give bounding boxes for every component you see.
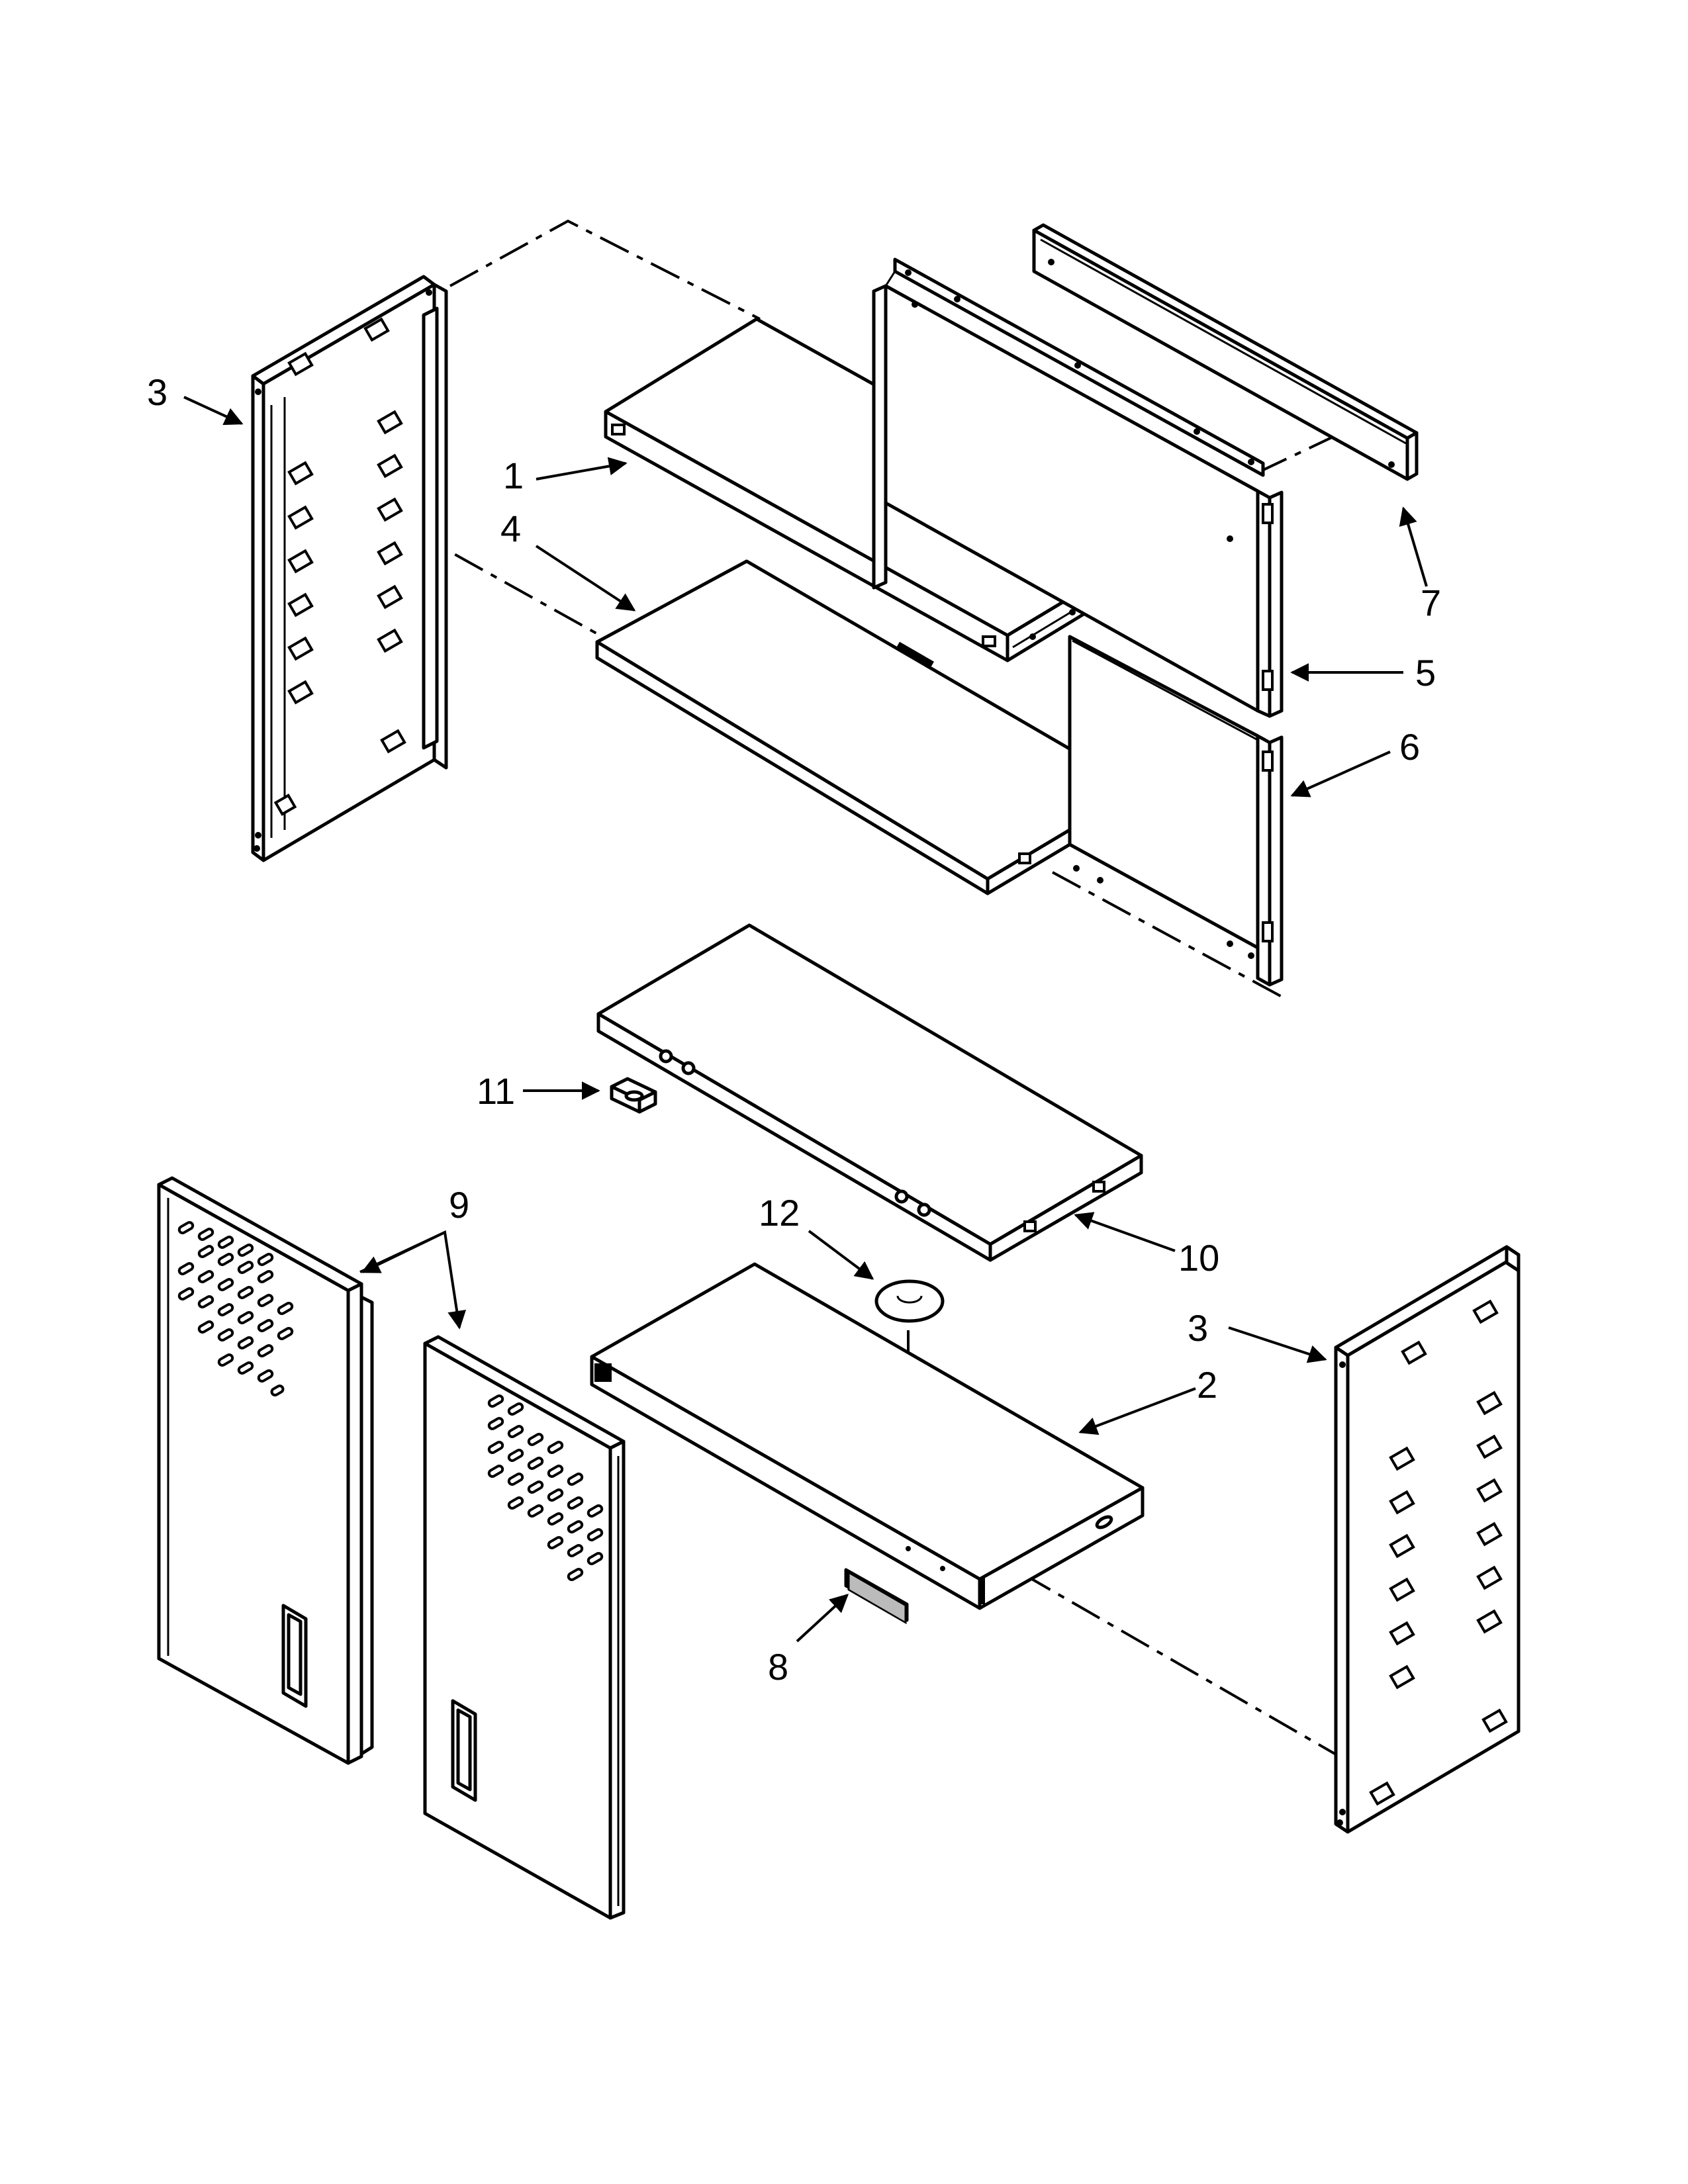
- callout-2: 2: [1197, 1364, 1217, 1406]
- side-panel-right: [1334, 1245, 1521, 1834]
- callout-10: 10: [1178, 1237, 1219, 1279]
- door-handle-left: [281, 1604, 308, 1708]
- callout-1: 1: [503, 455, 524, 496]
- callout-3-left: 3: [147, 371, 167, 413]
- vent-pattern-right: [487, 1394, 604, 1581]
- callout-12: 12: [759, 1192, 800, 1234]
- door-left: [157, 1176, 374, 1765]
- top-rail: [1032, 223, 1419, 481]
- back-panel-lower: [1068, 635, 1284, 987]
- callout-labels: 3 1 4 7 5 6 11 9 12 10 3 2 8: [147, 371, 1441, 1688]
- callout-5: 5: [1415, 652, 1436, 694]
- logo-badge-icon: [844, 1568, 909, 1625]
- callout-3-right: 3: [1188, 1307, 1208, 1349]
- callout-7: 7: [1421, 582, 1441, 623]
- side-panel-left: [251, 275, 448, 862]
- bottom-shelf: [590, 1262, 1145, 1610]
- callout-6: 6: [1399, 726, 1420, 768]
- shelf-clip: [610, 1077, 657, 1114]
- door-right: [423, 1335, 626, 1920]
- callout-8: 8: [768, 1646, 788, 1688]
- back-panel-upper: [872, 257, 1284, 718]
- door-handle-right: [451, 1699, 477, 1802]
- callout-4: 4: [500, 508, 521, 549]
- panel-slots-left: [273, 317, 406, 816]
- adjustable-shelf-lower: [596, 923, 1143, 1262]
- leader-lines: [183, 396, 1428, 1643]
- panel-slots-right: [1369, 1299, 1508, 1806]
- callout-9: 9: [449, 1184, 469, 1226]
- callout-11: 11: [477, 1070, 515, 1112]
- vent-pattern-left: [177, 1221, 294, 1396]
